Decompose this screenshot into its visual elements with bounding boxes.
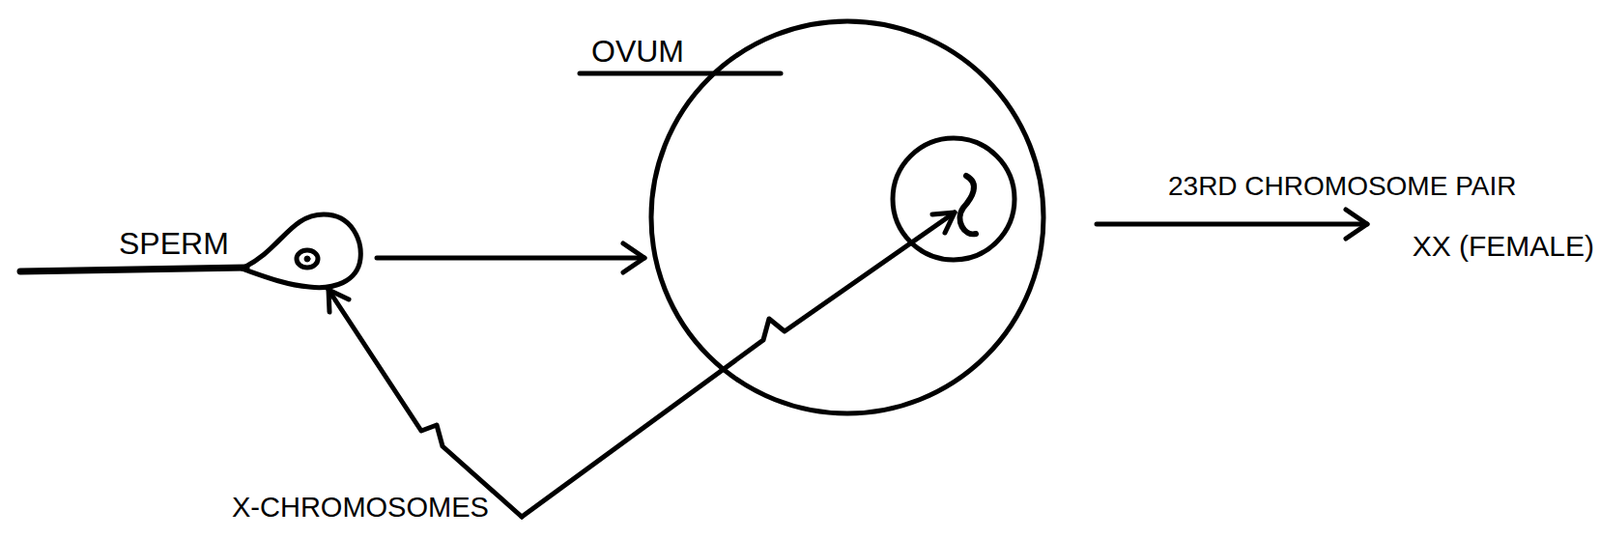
chromosome-squiggle — [960, 175, 976, 234]
node-label: SPERM — [118, 227, 229, 261]
leader-arrowhead — [932, 212, 955, 233]
title-underline — [579, 71, 781, 77]
chromosome-label: X-CHROMOSOMES — [231, 492, 489, 524]
sperm-cell: SPERM — [14, 207, 372, 295]
sperm-head — [241, 214, 361, 288]
ovum-outline — [651, 21, 1044, 414]
result-arrow — [1096, 222, 1368, 228]
ovum-cell: OVUM — [648, 18, 1047, 417]
sperm-nucleus — [296, 250, 318, 268]
sperm-tail — [20, 267, 247, 272]
leader-arrowhead — [328, 289, 349, 313]
ovum-outline — [648, 18, 1047, 417]
node-label: OVUM — [591, 34, 685, 69]
result-label: XX (FEMALE) — [1412, 229, 1595, 262]
arrowhead — [623, 243, 645, 273]
chromosome-pair-label: 23RD CHROMOSOME PAIR — [1168, 171, 1516, 202]
sperm-nucleus-dot — [304, 256, 311, 262]
leader-line — [328, 289, 522, 517]
connector-arrow — [376, 243, 645, 273]
connector-line — [376, 256, 645, 261]
result-arrowhead — [1345, 209, 1368, 239]
